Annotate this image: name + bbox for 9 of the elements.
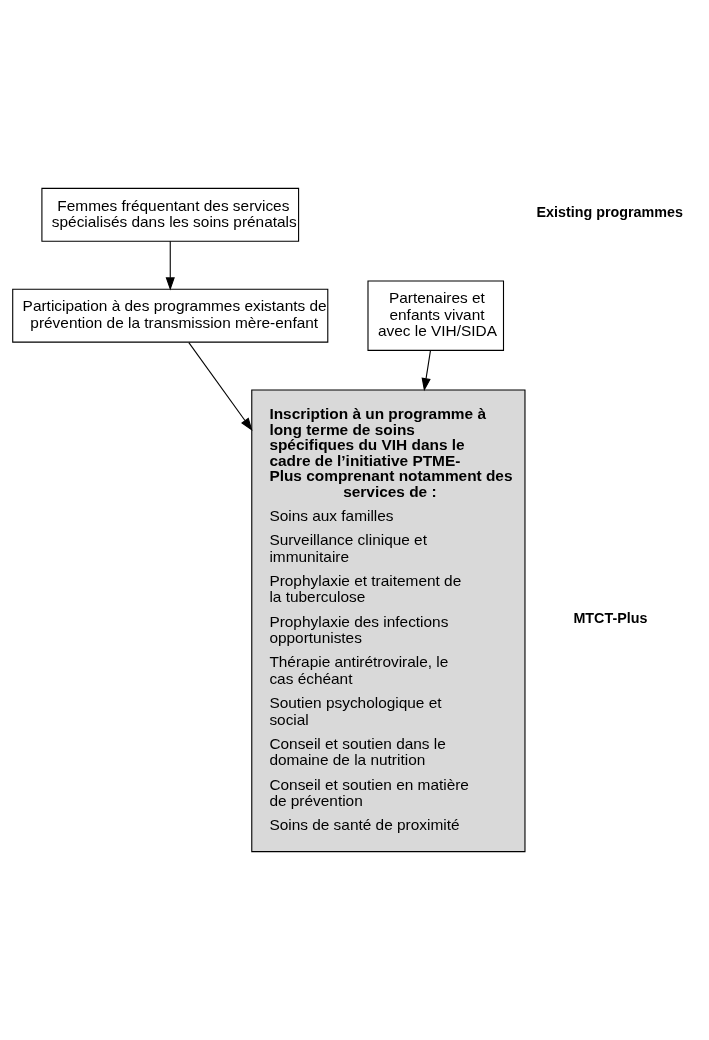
label: MTCT-Plus	[573, 610, 648, 627]
node-box: Partenaires et enfants vivant avec le VIH/SIDA	[367, 280, 505, 351]
node-box: Participation à des programmes existants de prévention de la transmission mère-enfant	[12, 288, 329, 343]
arrow	[188, 342, 253, 432]
arrow	[421, 350, 431, 392]
node-box: Inscription à un programme à long terme de soins spécifiques du VIH dans le cadre de l’initiative PTME-Plus comprenant notamment des services de : Soins aux familles Surveillance clinique et immunitaire Prophylaxie et traitement de la tuberculose Prophylaxie des infections opportunistes Thérapie antirétrovirale, le cas échéant Soutien psychologique et social Conseil et soutien dans le domaine de la nutrition Conseil et soutien en matière de prévention Soins de santé de proximité	[251, 389, 526, 853]
node-box: Femmes fréquentant des services spécialisés dans les soins prénatals	[41, 187, 300, 242]
label: Existing programmes	[536, 204, 683, 221]
arrow	[165, 240, 175, 291]
